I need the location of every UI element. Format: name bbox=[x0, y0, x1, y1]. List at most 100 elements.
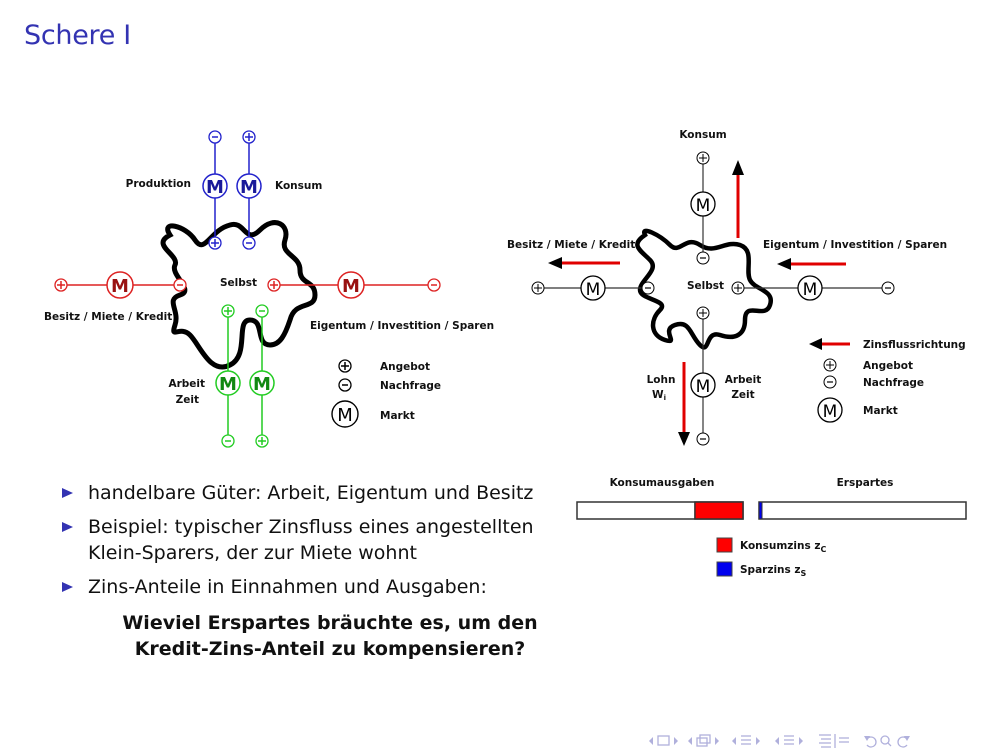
zeit-label: Zeit bbox=[731, 389, 754, 401]
nachfrage-icon bbox=[242, 236, 256, 250]
konsum-market: M bbox=[236, 130, 262, 250]
svg-text:M: M bbox=[823, 402, 838, 422]
arbeit-label: Arbeit bbox=[168, 378, 205, 390]
konsum-label: Konsum bbox=[275, 180, 322, 192]
arbeit-market: M bbox=[690, 306, 716, 446]
bullet-item: Beispiel: typischer Zinsfluss eines ange… bbox=[60, 514, 568, 566]
undo-icon[interactable] bbox=[864, 736, 877, 748]
nachfrage-icon bbox=[208, 130, 222, 144]
sparzins-legend-swatch bbox=[716, 561, 733, 577]
produktion-market: M bbox=[202, 130, 228, 250]
besitz-label: Besitz / Miete / Kredit bbox=[44, 311, 172, 323]
next-appendix-icon[interactable] bbox=[799, 737, 803, 745]
bullet-item: Zins-Anteile in Einnahmen und Ausgaben: bbox=[60, 574, 568, 600]
beamer-navigation bbox=[649, 734, 910, 748]
svg-text:Nachfrage: Nachfrage bbox=[863, 377, 924, 389]
svg-text:M: M bbox=[111, 276, 129, 297]
svg-text:M: M bbox=[240, 177, 258, 198]
selbst-boundary bbox=[635, 228, 774, 350]
svg-text:Zinsflussrichtung: Zinsflussrichtung bbox=[863, 339, 966, 351]
next-subsection-icon[interactable] bbox=[715, 737, 719, 745]
zins-anteile-bars: Konsumausgaben Erspartes Konsumzins zC S… bbox=[576, 477, 967, 578]
toc-icon[interactable] bbox=[819, 734, 849, 748]
prev-subsection-icon[interactable] bbox=[688, 737, 692, 745]
bullet-triangle-icon bbox=[62, 522, 73, 532]
left-market-diagram: M M Produktion Konsum M M Besitz / Miete… bbox=[44, 130, 494, 448]
left-legend: M Angebot Nachfrage Markt bbox=[331, 359, 441, 428]
bullet-list: handelbare Güter: Arbeit, Eigentum und B… bbox=[60, 480, 568, 608]
next-frame-icon[interactable] bbox=[674, 737, 678, 745]
svg-text:Angebot: Angebot bbox=[863, 360, 913, 372]
angebot-icon bbox=[242, 130, 256, 144]
svg-text:M: M bbox=[253, 374, 271, 395]
svg-text:M: M bbox=[696, 196, 711, 216]
arbeit-label: Arbeit bbox=[725, 374, 762, 386]
slide-title: Schere I bbox=[24, 20, 131, 51]
besitz-market: M bbox=[531, 275, 655, 301]
markt-icon bbox=[331, 400, 359, 428]
question-text: Wieviel Erspartes bräuchte es, um den Kr… bbox=[122, 612, 538, 660]
svg-text:Markt: Markt bbox=[863, 405, 898, 417]
svg-text:Markt: Markt bbox=[380, 410, 415, 422]
svg-text:M: M bbox=[206, 177, 224, 198]
redo-icon[interactable] bbox=[897, 736, 910, 748]
konsumzins-legend-label: Konsumzins zC bbox=[740, 540, 827, 554]
appendix-icon[interactable] bbox=[784, 735, 794, 745]
frame-icon[interactable] bbox=[657, 735, 670, 746]
sparzins-segment bbox=[758, 501, 763, 520]
svg-text:M: M bbox=[337, 405, 353, 426]
arrow-up-icon bbox=[732, 160, 744, 175]
sparzins-legend-label: Sparzins zS bbox=[740, 564, 807, 578]
zinsfluss-arrows bbox=[548, 160, 846, 446]
prev-frame-icon[interactable] bbox=[649, 737, 653, 745]
arrow-left-icon bbox=[777, 258, 791, 270]
konsumzins-segment bbox=[694, 501, 744, 520]
eigentum-label: Eigentum / Investition / Sparen bbox=[310, 320, 494, 332]
subsection-icon[interactable] bbox=[696, 734, 711, 747]
svg-text:M: M bbox=[342, 276, 360, 297]
konsumausgaben-label: Konsumausgaben bbox=[610, 477, 715, 489]
right-legend: M Zinsflussrichtung Angebot Nachfrage Ma… bbox=[809, 338, 966, 423]
nachfrage-icon bbox=[338, 378, 352, 392]
produktion-label: Produktion bbox=[126, 178, 191, 190]
selbst-label: Selbst bbox=[687, 280, 724, 292]
eigentum-market: M bbox=[267, 271, 441, 299]
right-zinsfluss-diagram: M Konsum M Besitz / Miete / Kredit M Eig… bbox=[507, 129, 966, 446]
svg-text:Nachfrage: Nachfrage bbox=[380, 380, 441, 392]
arrow-left-icon bbox=[548, 257, 562, 269]
selbst-boundary bbox=[160, 220, 318, 370]
svg-text:M: M bbox=[219, 374, 237, 395]
konsumzins-legend-swatch bbox=[716, 537, 733, 553]
arrow-down-icon bbox=[678, 432, 690, 446]
eigentum-market: M bbox=[731, 275, 895, 301]
konsum-label: Konsum bbox=[679, 129, 726, 141]
erspartes-label: Erspartes bbox=[837, 477, 894, 489]
next-section-icon[interactable] bbox=[756, 737, 760, 745]
bullet-triangle-icon bbox=[62, 488, 73, 498]
zeit-label: Zeit bbox=[176, 394, 199, 406]
lohn-label: Lohn bbox=[647, 374, 676, 386]
prev-appendix-icon[interactable] bbox=[775, 737, 779, 745]
nachfrage-icon bbox=[823, 375, 837, 389]
prev-section-icon[interactable] bbox=[732, 737, 736, 745]
arbeit-market-2: M bbox=[249, 304, 275, 448]
svg-text:M: M bbox=[586, 280, 601, 300]
zinsfluss-arrow-icon bbox=[809, 338, 822, 350]
section-icon[interactable] bbox=[741, 735, 751, 745]
erspartes-bar bbox=[758, 501, 967, 520]
svg-text:M: M bbox=[803, 280, 818, 300]
bullet-triangle-icon bbox=[62, 582, 73, 592]
angebot-icon bbox=[338, 359, 352, 373]
konsum-market: M bbox=[690, 151, 716, 265]
svg-text:Angebot: Angebot bbox=[380, 361, 430, 373]
wage-label: Wi bbox=[652, 389, 666, 402]
bullet-item: handelbare Güter: Arbeit, Eigentum und B… bbox=[60, 480, 568, 506]
arbeit-market-1: M bbox=[215, 304, 241, 448]
search-icon[interactable] bbox=[880, 735, 892, 747]
markt-icon bbox=[817, 397, 843, 423]
eigentum-label: Eigentum / Investition / Sparen bbox=[763, 239, 947, 251]
angebot-icon bbox=[823, 358, 837, 372]
besitz-market: M bbox=[54, 271, 187, 299]
selbst-label: Selbst bbox=[220, 277, 257, 289]
besitz-label: Besitz / Miete / Kredit bbox=[507, 239, 635, 251]
